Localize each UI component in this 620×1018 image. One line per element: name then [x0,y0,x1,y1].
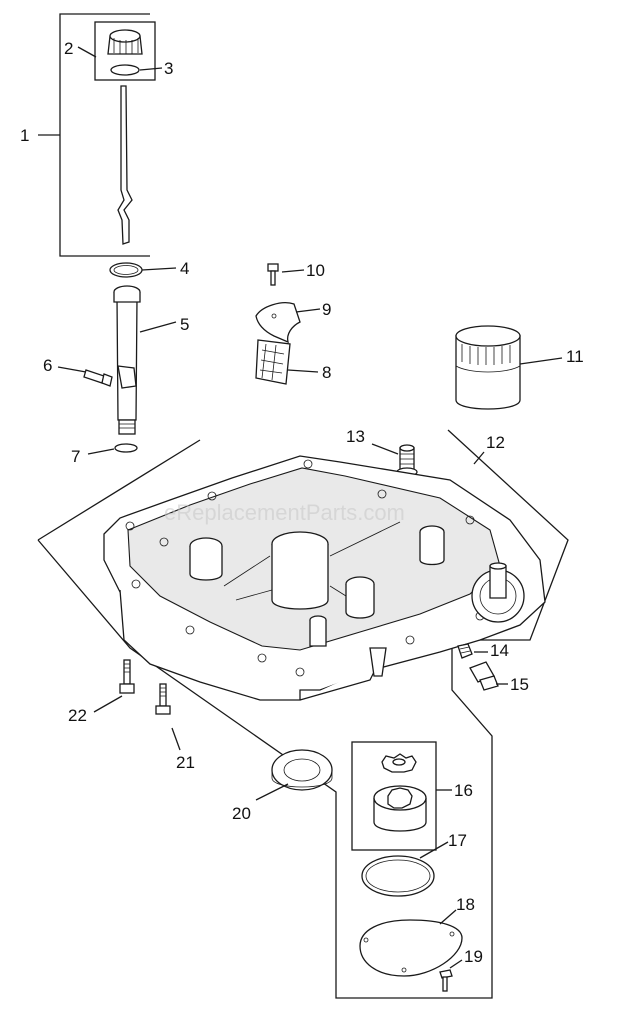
oil-pan-icon [103,455,546,701]
callout-5: 5 [180,315,189,334]
cap-o-ring-icon [110,64,140,76]
oil-seal-icon [271,749,333,791]
callout-22: 22 [68,706,87,725]
callout-15: 15 [510,675,529,694]
callout-12: 12 [486,433,505,452]
callout-2: 2 [64,39,73,58]
tube-base-o-ring-icon [114,443,138,453]
callout-16: 16 [454,781,473,800]
watermark-text: eReplacementParts.com [164,500,405,525]
callout-1: 1 [20,126,29,145]
callout-9: 9 [322,300,331,319]
pump-o-ring-icon [361,855,435,897]
callout-19: 19 [464,947,483,966]
oil-pump-gear-icon [373,753,427,832]
drain-plug-icon [469,661,499,691]
callout-10: 10 [306,261,325,280]
callout-3: 3 [164,59,173,78]
breather-filter-icon [255,339,291,385]
callout-21: 21 [176,753,195,772]
dipstick-icon [117,85,133,245]
dipstick-tube-icon [113,285,141,435]
pan-bolt-long-icon [119,659,135,694]
callout-20: 20 [232,804,251,823]
oil-pan-group-bracket [37,429,569,999]
pressure-plug-icon [457,643,473,659]
oil-pump-group-bracket [37,439,201,541]
callout-18: 18 [456,895,475,914]
cap-bracket [94,21,156,81]
callout-4: 4 [180,259,189,278]
callout-17: 17 [448,831,467,850]
callout-14: 14 [490,641,509,660]
dipstick-cap-icon [107,29,143,55]
cover-screw-icon [439,969,453,992]
callout-7: 7 [71,447,80,466]
oil-pump-gear-bracket [351,741,437,851]
pump-cover-icon [359,919,463,977]
callout-13: 13 [346,427,365,446]
tube-bolt-icon [83,369,113,387]
leader-lines [38,46,563,969]
callout-8: 8 [322,363,331,382]
callout-11: 11 [566,347,584,366]
callout-6: 6 [43,356,52,375]
breather-bolt-icon [267,263,279,286]
breather-cover-icon [255,302,301,344]
oil-filter-icon [455,325,521,410]
pan-bolt-short-icon [155,683,171,715]
